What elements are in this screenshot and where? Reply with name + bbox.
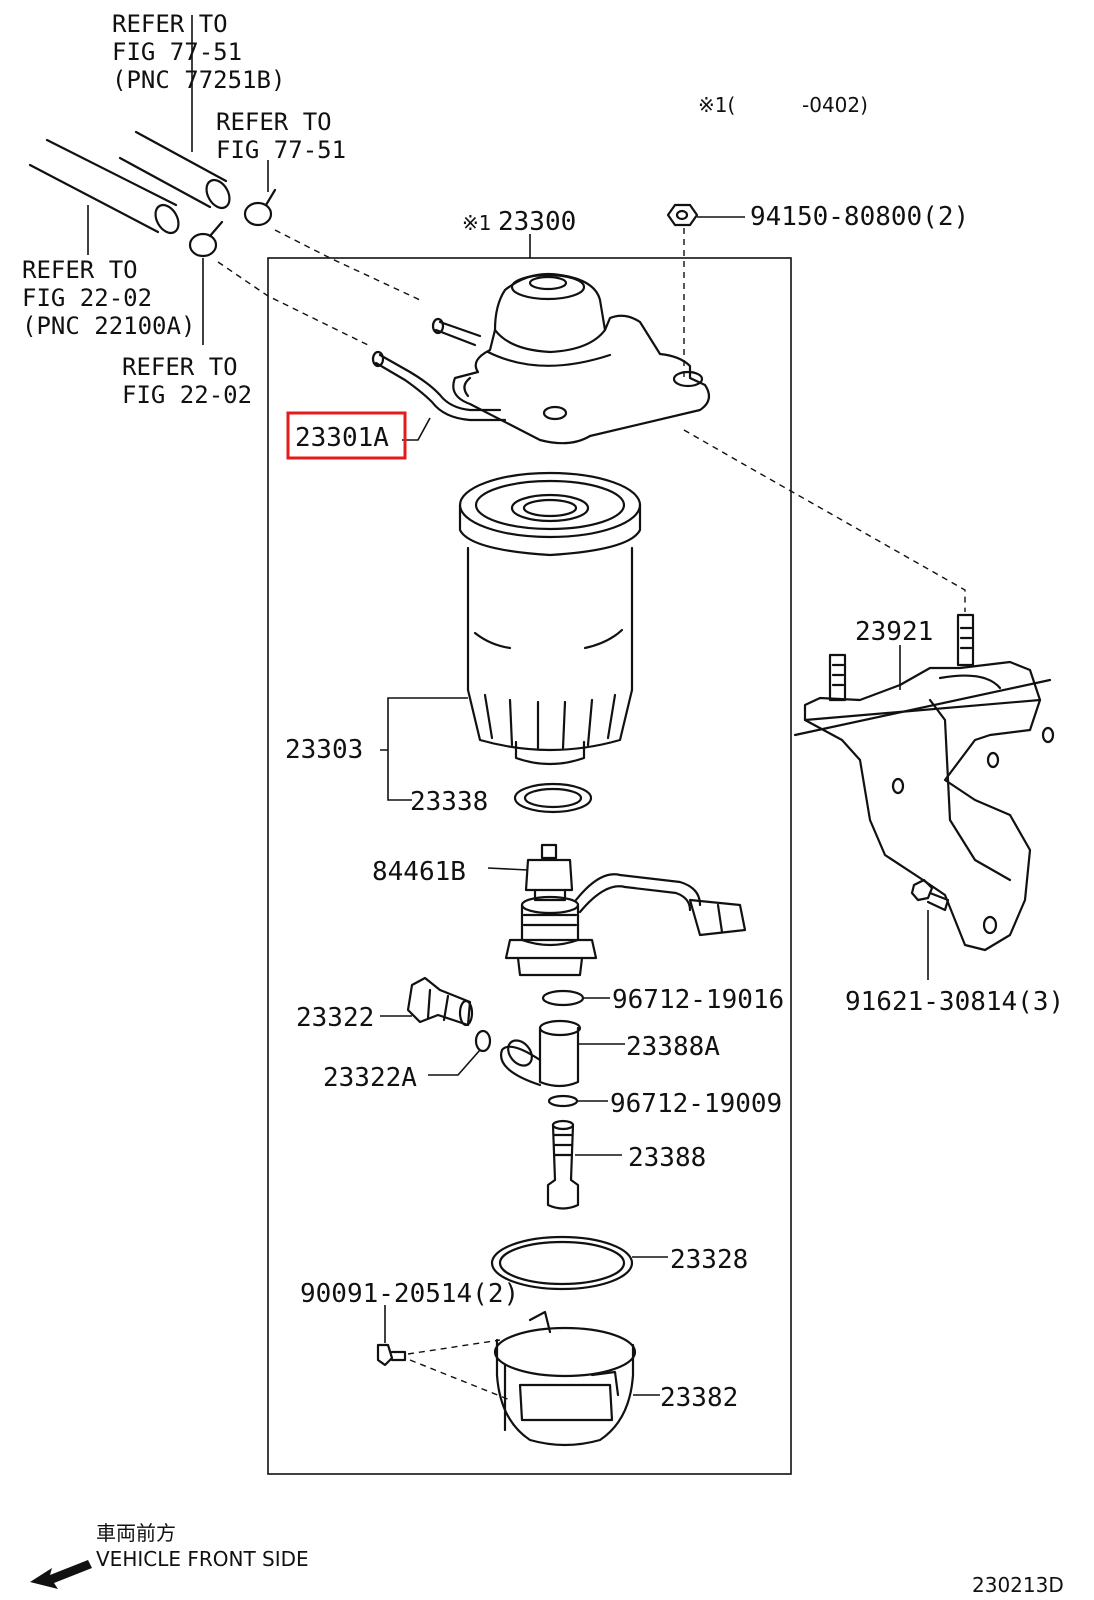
part-label-96712-19009: 96712-19009 xyxy=(610,1089,782,1119)
part-label-23388: 23388 xyxy=(628,1143,706,1173)
gasket-23338 xyxy=(513,782,593,814)
ref-fig-77-51-pnc-line3: (PNC 77251B) xyxy=(112,66,285,94)
part-label-23322: 23322 xyxy=(296,1003,374,1033)
valve-23322 xyxy=(406,976,474,1027)
ref-fig-77-51-pnc-line1: REFER TO xyxy=(112,10,228,38)
gasket-23328 xyxy=(490,1235,634,1291)
filter-head-23300 xyxy=(431,272,711,445)
part-label-90091-20514: 90091-20514(2) xyxy=(300,1279,519,1309)
ref-fig-22-02-pnc-line3: (PNC 22100A) xyxy=(22,312,195,340)
ref-fig-22-02-line2: FIG 22-02 xyxy=(122,381,252,409)
note-range: -0402) xyxy=(802,93,868,117)
front-direction-arrow xyxy=(30,1560,92,1589)
sensor-84461B xyxy=(504,843,747,977)
ref-fig-77-51-line1: REFER TO xyxy=(216,108,332,136)
hoses xyxy=(28,15,231,255)
part-label-23382: 23382 xyxy=(660,1383,738,1413)
bolt-23388 xyxy=(546,1119,580,1210)
part-label-23301A[interactable]: 23301A xyxy=(295,423,389,453)
vehicle-front-side-jp: 車両前方 xyxy=(96,1521,176,1545)
bolt-91621 xyxy=(910,878,950,912)
vehicle-front-side-en: VEHICLE FRONT SIDE xyxy=(96,1547,309,1571)
part-label-96712-19016: 96712-19016 xyxy=(612,985,784,1015)
part-label-23322A: 23322A xyxy=(323,1063,417,1093)
ref-fig-22-02-pnc-line1: REFER TO xyxy=(22,256,138,284)
part-label-94150-80800: 94150-80800(2) xyxy=(750,202,969,232)
bracket-23921 xyxy=(793,613,1055,952)
hose-23301A xyxy=(371,350,507,422)
part-label-23303: 23303 xyxy=(285,735,363,765)
part-label-23328: 23328 xyxy=(670,1245,748,1275)
ref-fig-22-02-line1: REFER TO xyxy=(122,353,238,381)
ref-fig-22-02-pnc-line2: FIG 22-02 xyxy=(22,284,152,312)
part-label-23388A: 23388A xyxy=(626,1032,720,1062)
oring-96712-19016 xyxy=(541,989,585,1007)
part-23300-mark: ※1 xyxy=(462,211,491,235)
hose-clamp-upper xyxy=(243,160,277,227)
part-label-23338: 23338 xyxy=(410,787,488,817)
bracket-23382 xyxy=(493,1310,637,1447)
screw-90091 xyxy=(376,1343,407,1367)
nut-94150 xyxy=(666,203,699,227)
filter-23303 xyxy=(458,471,642,766)
oring-96712-19009 xyxy=(547,1094,579,1108)
oring-23322A xyxy=(474,1029,492,1053)
diagram-code: 230213D xyxy=(972,1573,1064,1597)
part-label-84461B: 84461B xyxy=(372,857,466,887)
highlight-box-23301A xyxy=(286,411,407,460)
part-label-23300: 23300 xyxy=(498,207,576,237)
note-mark: ※1( xyxy=(698,93,735,117)
part-label-91621-30814: 91621-30814(3) xyxy=(845,987,1064,1017)
elbow-23388A xyxy=(499,1019,582,1088)
part-label-23921: 23921 xyxy=(855,617,933,647)
ref-fig-77-51-pnc-line2: FIG 77-51 xyxy=(112,38,242,66)
hose-clamp-lower xyxy=(188,220,224,345)
ref-fig-77-51-line2: FIG 77-51 xyxy=(216,136,346,164)
